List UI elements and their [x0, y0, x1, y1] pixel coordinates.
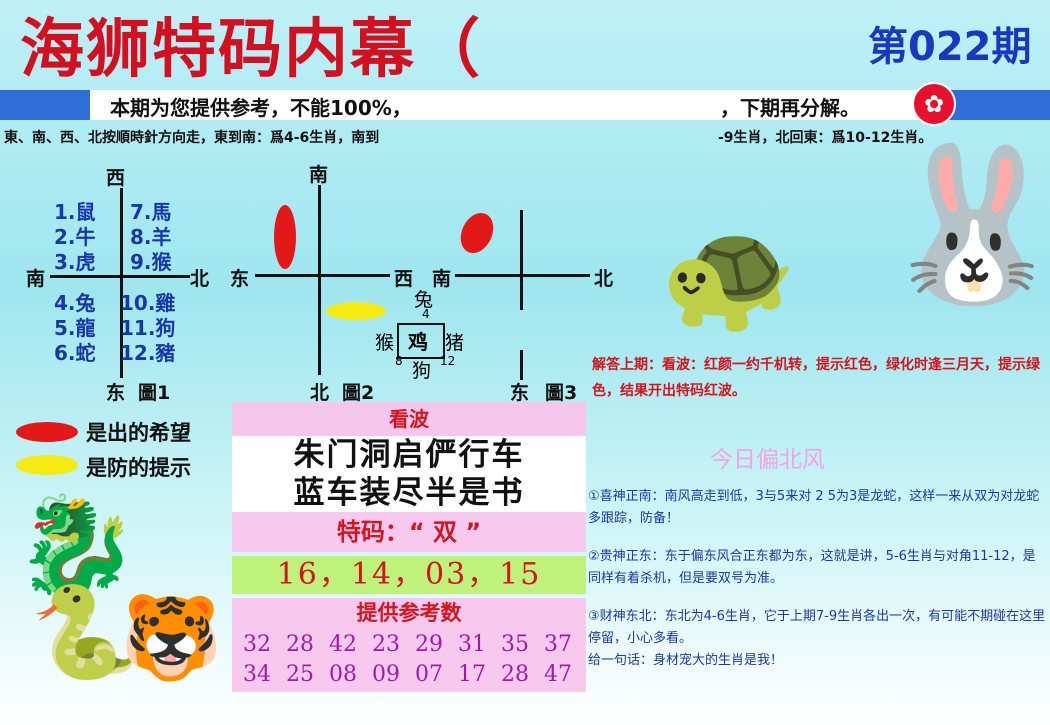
ref-number: 42 — [329, 632, 357, 657]
ref-number: 47 — [544, 662, 572, 687]
fig1-caption: 圖1 — [138, 382, 171, 404]
fig3-caption: 圖3 — [545, 382, 578, 404]
ref-number: 37 — [544, 632, 572, 657]
fig2-north: 北 — [310, 382, 330, 404]
notice-text-right: ，下期再分解。 — [720, 96, 860, 120]
poem-line-2: 蓝车装尽半是书 — [232, 474, 586, 512]
dragon-illustration: 🐉 — [14, 489, 139, 606]
sw-number: 8 — [395, 354, 403, 368]
issue-number: 第022期 — [868, 24, 1032, 70]
zodiac-item: 4.兔 — [54, 291, 96, 315]
zodiac-item: 8.羊 — [130, 225, 172, 249]
zodiac-item: 10.雞 — [120, 291, 176, 315]
north-zodiac: 兔 — [414, 289, 434, 311]
notice-band — [0, 90, 1050, 120]
tema-label: 特码：“ 双 ” — [232, 512, 586, 552]
legend-red-label: 是出的希望 — [86, 421, 191, 445]
paragraph-guishen: ②贵神正东：东于偏东风合正东都为东，这就是讲，5-6生肖与对角11-12，是同样… — [588, 549, 1036, 586]
reference-title: 提供参考数 — [232, 598, 586, 628]
fig1-south: 南 — [26, 268, 46, 290]
yellow-hint-marker — [326, 302, 386, 320]
fig2-south: 南 — [309, 164, 329, 186]
legend-yellow-swatch — [16, 455, 78, 475]
zodiac-item: 12.豬 — [120, 341, 176, 365]
fig1-north: 北 — [190, 268, 210, 290]
fig3-east: 东 — [510, 382, 530, 404]
zodiac-item: 7.馬 — [130, 200, 172, 224]
ref-number: 29 — [415, 632, 443, 657]
fig1-east: 东 — [106, 382, 126, 404]
zodiac-item: 9.猴 — [130, 250, 172, 274]
center-box — [397, 323, 445, 359]
direction-rule-left: 東、南、西、北按順時針方向走，東到南：爲4-6生肖，南到 — [4, 130, 380, 146]
poem-line-1: 朱门洞启俨行车 — [232, 436, 586, 474]
zodiac-item: 2.牛 — [54, 225, 96, 249]
page-title: 海狮特码内幕（ — [20, 12, 482, 87]
paragraph-caishen: ③财神东北：东北为4-6生肖，它于上期7-9生肖各出一次，有可能不期碰在这里停留… — [588, 609, 1046, 646]
zodiac-item: 5.龍 — [54, 316, 96, 340]
east-zodiac: 猪 — [445, 332, 465, 354]
west-zodiac: 猴 — [375, 332, 395, 354]
tema-numbers: 16，14，03，15 — [232, 556, 586, 594]
center-zodiac: 鸡 — [408, 330, 428, 354]
north-number: 4 — [422, 307, 430, 321]
ref-number: 25 — [286, 662, 314, 687]
today-wind-title: 今日偏北风 — [710, 447, 825, 473]
se-number: 12 — [440, 354, 456, 368]
fig2-west: 西 — [394, 268, 414, 290]
red-hope-marker — [274, 205, 296, 269]
fig2-east: 东 — [230, 268, 250, 290]
ref-number: 34 — [243, 662, 271, 687]
ref-number: 35 — [501, 632, 529, 657]
zodiac-item: 1.鼠 — [54, 200, 96, 224]
zodiac-item: 6.蛇 — [54, 341, 96, 365]
ref-number: 09 — [372, 662, 400, 687]
legend-red-swatch — [16, 422, 78, 442]
south-zodiac: 狗 — [412, 360, 432, 382]
ref-number: 32 — [243, 632, 271, 657]
fig2-caption: 圖2 — [342, 382, 375, 404]
kanbo-heading: 看波 — [232, 402, 586, 436]
zodiac-item: 11.狗 — [120, 316, 176, 340]
rabbit-illustration: 🐰 — [880, 138, 1050, 312]
ref-number: 17 — [458, 662, 486, 687]
tiger-illustration: 🐯 — [120, 591, 223, 686]
direction-rule-right: -9生肖，北回東：爲10-12生肖。 — [718, 130, 933, 146]
ref-number: 08 — [329, 662, 357, 687]
ref-number: 23 — [372, 632, 400, 657]
legend-yellow-label: 是防的提示 — [86, 456, 191, 480]
fig3-north: 北 — [594, 268, 614, 290]
fig1-west: 西 — [106, 167, 126, 189]
ref-number: 28 — [286, 632, 314, 657]
paragraph-xishen: ①喜神正南：南风高走到低，3与5来对 2 5为3是龙蛇，这样一来从双为对龙蛇多跟… — [588, 489, 1040, 526]
ref-number: 28 — [501, 662, 529, 687]
closing-sentence: 给一句话：身材宠大的生肖是我！ — [588, 653, 784, 668]
ref-number: 07 — [415, 662, 443, 687]
turtle-illustration: 🐢 — [660, 211, 797, 339]
ref-number: 31 — [458, 632, 486, 657]
fig3-south: 南 — [432, 268, 452, 290]
zodiac-item: 3.虎 — [54, 250, 96, 274]
reference-numbers: 32 28 42 23 29 31 35 37 34 25 08 09 07 1… — [232, 628, 586, 692]
hk-bauhinia-icon: ✿ — [912, 82, 956, 126]
notice-text-left: 本期为您提供参考，不能100%， — [110, 96, 412, 120]
previous-answer: 解答上期：看波：红颜一约千机转，提示红色，绿化时逢三月天，提示绿色，结果开出特码… — [592, 357, 1040, 399]
snake-illustration: 🐍 — [30, 580, 143, 685]
